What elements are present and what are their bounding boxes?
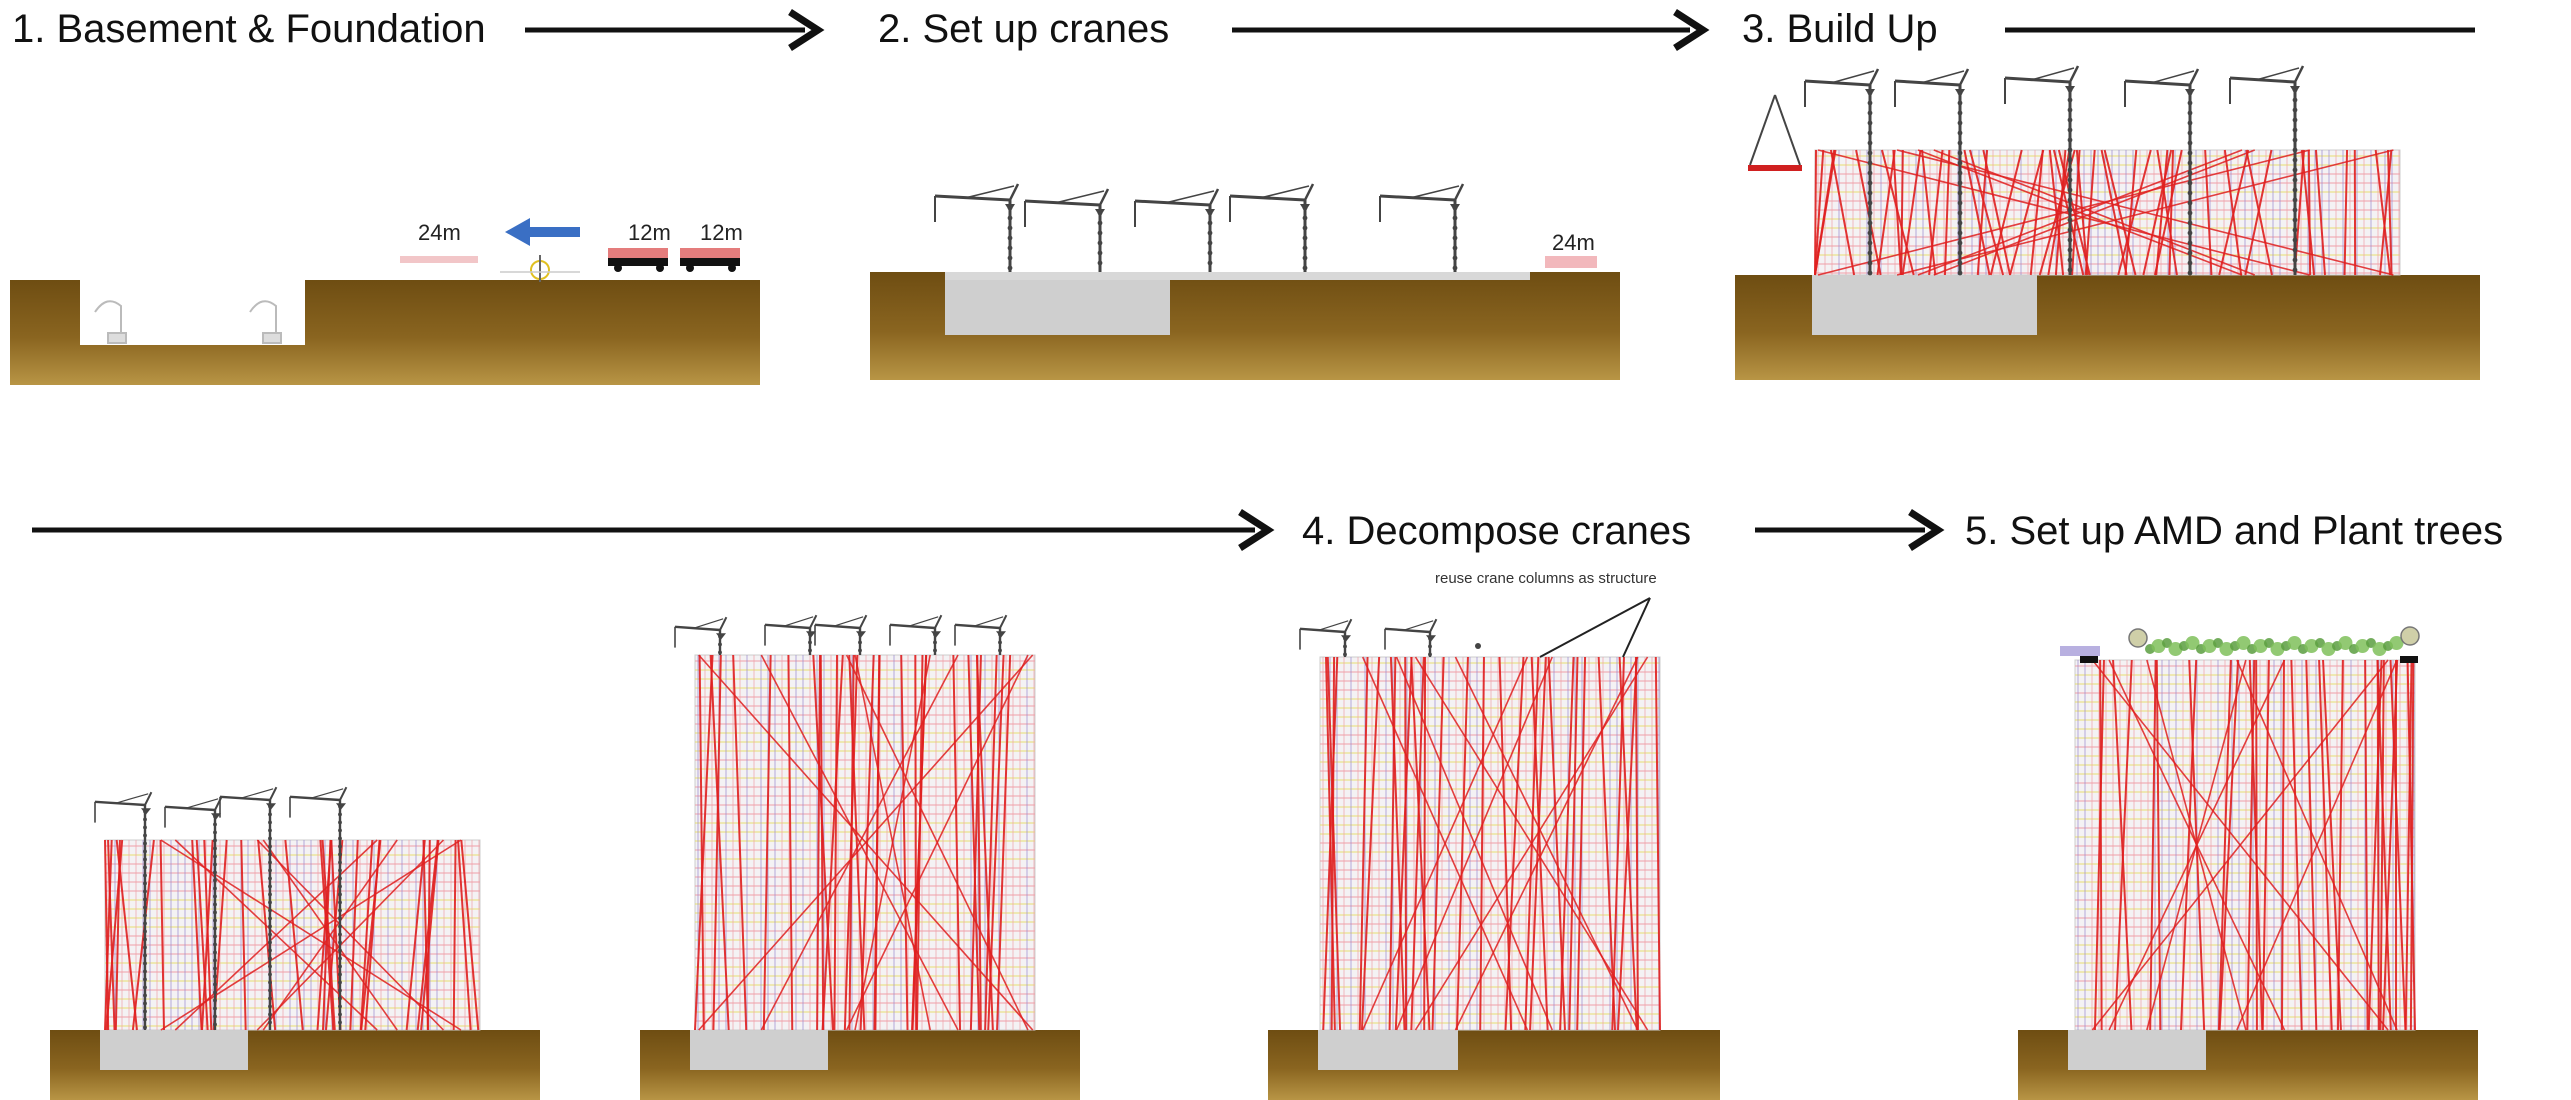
annotation-text: reuse crane columns as structure	[1435, 570, 1657, 587]
crane-group	[674, 614, 1008, 655]
panel-2-cranes: 24m	[870, 183, 1620, 380]
dimension-label: 12m	[628, 220, 671, 245]
crane-icon	[889, 614, 943, 655]
crane-icon	[1894, 68, 1970, 276]
ground-section	[10, 280, 760, 385]
crane-icon	[1024, 188, 1110, 272]
hanging-load-icon	[1748, 94, 1802, 171]
panel-4b-building	[640, 614, 1080, 1100]
crane-icon	[954, 614, 1008, 655]
step-3-label: 3. Build Up	[1742, 7, 1938, 51]
basement-block	[945, 277, 1170, 335]
dimension-label: 12m	[700, 220, 743, 245]
beam-element	[400, 256, 478, 263]
step-4-label: 4. Decompose cranes	[1302, 509, 1691, 553]
crane-icon	[1229, 183, 1315, 272]
crane-icon	[814, 614, 868, 655]
tree-icon	[2128, 626, 2420, 648]
building-facade	[694, 654, 1036, 1031]
dimension-label: 24m	[1552, 230, 1595, 255]
arrow-step4-to-step5	[1755, 509, 1945, 551]
basement-block	[690, 1030, 828, 1070]
annotation-leader-lines	[1539, 597, 1651, 658]
crane-icon	[764, 614, 818, 655]
step-1-label: 1. Basement & Foundation	[12, 7, 486, 51]
panel-4c-decompose: reuse crane columns as structure	[1268, 570, 1720, 1100]
slab	[945, 272, 1530, 280]
building-facade	[1319, 656, 1661, 1031]
crane-icon	[289, 786, 348, 1030]
dimension-label: 24m	[418, 220, 461, 245]
lifting-point-icon	[500, 255, 580, 282]
building-facade	[104, 839, 481, 1031]
excavator-icon	[249, 300, 282, 344]
basement-block	[100, 1030, 248, 1070]
roof-garden	[2145, 636, 2404, 656]
basement-block	[1318, 1030, 1458, 1070]
truck-icon	[608, 248, 668, 272]
crane-icon	[2124, 68, 2200, 276]
excavator-icon	[94, 300, 127, 344]
crane-icon	[934, 183, 1020, 272]
panel-4a-building	[50, 786, 540, 1100]
crane-icon	[1379, 183, 1465, 272]
crane-group	[1299, 618, 1481, 657]
panel-5-amd-trees	[2018, 626, 2478, 1100]
crane-icon	[1804, 68, 1880, 276]
crane-icon	[674, 616, 728, 655]
crane-group	[934, 183, 1465, 272]
step-5-label: 5. Set up AMD and Plant trees	[1965, 509, 2503, 553]
panel-1-basement: 24m 12m 12m	[10, 218, 760, 385]
basement-block	[2068, 1030, 2206, 1070]
arrow-step1-to-step2	[525, 9, 825, 51]
crane-icon	[94, 791, 153, 1030]
crane-icon	[2229, 65, 2305, 275]
truck-icon	[680, 248, 740, 272]
crane-icon	[1384, 618, 1438, 657]
step-2-label: 2. Set up cranes	[878, 7, 1169, 51]
crane-group	[1804, 65, 2305, 276]
beam-element	[1545, 256, 1597, 268]
basement-block	[1812, 275, 2037, 335]
crane-group	[94, 786, 348, 1030]
crane-icon	[219, 786, 278, 1030]
arrow-continue-to-step4	[32, 509, 1275, 551]
crane-icon	[1299, 618, 1353, 657]
building-facade	[1814, 149, 2401, 276]
amd-device-icon	[2060, 646, 2418, 663]
blue-arrow-icon	[505, 218, 580, 246]
arrow-step2-to-step3	[1232, 9, 1710, 51]
panel-3-build-up	[1735, 65, 2480, 380]
crane-icon	[2004, 65, 2080, 275]
crane-icon	[1134, 188, 1220, 272]
building-facade	[2074, 659, 2416, 1031]
crane-stub-icon	[1475, 643, 1481, 649]
